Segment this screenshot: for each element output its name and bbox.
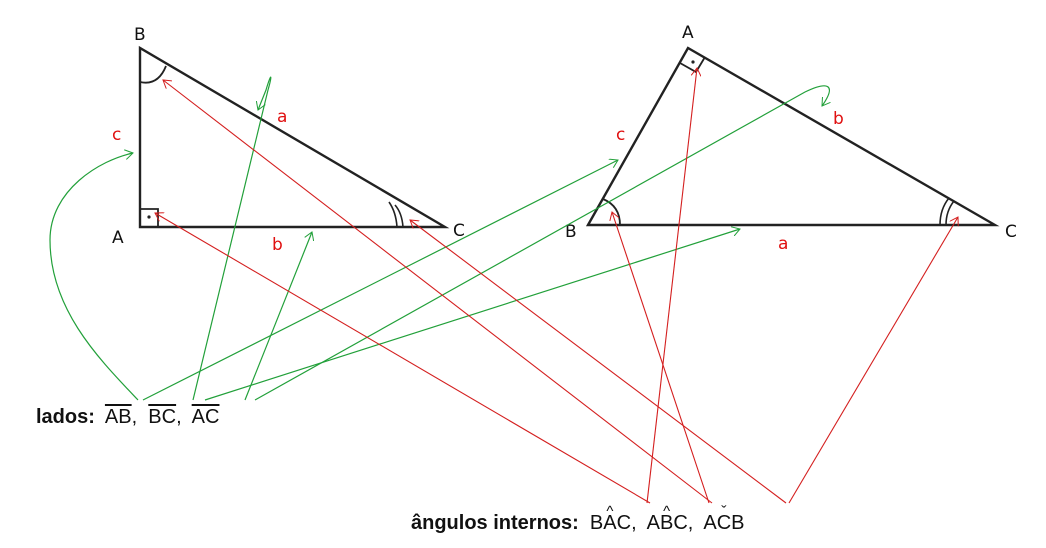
side-BC: BC [148,406,177,428]
triangle-2-side-b: b [833,109,844,129]
triangle-2-angle-C-arc-1 [945,200,955,226]
triangle-1-right-angle-dot [147,215,151,219]
angles-caption: ângulos internos: BAC, ABC, ACB [411,512,745,535]
angle-ABC: ABC [647,512,688,534]
arrow-AB-to-triangle-2-side-c [142,160,618,401]
arrow-BC-to-triangle-2-side-a [204,229,740,401]
triangle-1-outline [138,45,450,229]
sides-caption-label: lados: [36,406,95,428]
triangle-2: A B C c b a [565,23,1017,254]
triangle-2-angle-B-arc [602,198,621,226]
arrow-BAC-to-triangle-1-angle-A [155,213,651,504]
arrow-ABC-to-triangle-2-angle-B [612,212,710,504]
arrow-ACB-to-triangle-2-angle-C [788,217,958,504]
arrow-AC-to-triangle-1-side-b [244,232,312,401]
triangle-1-angle-B-arc [139,65,167,84]
triangle-2-angle-C-arc-2 [939,197,950,226]
triangle-2-vertex-A: A [682,23,694,43]
separator: , [176,406,182,428]
triangle-2-vertex-B: B [565,222,577,242]
triangle-2-right-angle-dot [691,60,695,64]
angle-arrows [155,68,958,504]
arrow-AB-to-triangle-1-side-c [49,153,139,401]
arrow-AC-to-triangle-2-side-b [254,85,829,401]
triangle-1-angle-C-arc-1 [394,204,404,228]
triangle-1-vertex-C: C [453,221,465,241]
triangle-1-side-a: a [277,107,287,127]
arrow-BAC-to-triangle-2-angle-A [646,68,697,504]
triangle-2-outline [585,46,1000,227]
arrow-ABC-to-triangle-1-angle-B [163,80,713,504]
triangle-1-angle-C-arc-2 [388,201,398,228]
arrow-BC-to-triangle-1-side-a [192,76,272,401]
angles-caption-label: ângulos internos: [411,512,579,534]
triangle-1-side-b: b [272,235,283,255]
side-AB: AB [104,406,132,428]
angle-ACB: ACB [703,512,744,534]
separator: , [131,406,138,428]
triangle-1-vertex-B: B [134,25,146,45]
triangle-1-side-c: c [112,125,121,145]
triangle-2-vertex-C: C [1005,222,1017,242]
arrow-ACB-to-triangle-1-angle-C [410,220,787,504]
side-AC: AC [191,406,220,428]
separator: , [631,512,637,534]
separator: , [687,512,694,534]
sides-caption: lados: AB, BC, AC [36,406,219,429]
triangle-2-right-angle-mark [679,56,706,74]
triangle-2-side-a: a [778,234,788,254]
angle-BAC: BAC [590,512,631,534]
triangle-2-side-c: c [616,125,625,145]
side-arrows [49,76,829,401]
triangle-1-vertex-A: A [112,228,124,248]
triangle-1: B A C c a b [112,25,465,255]
